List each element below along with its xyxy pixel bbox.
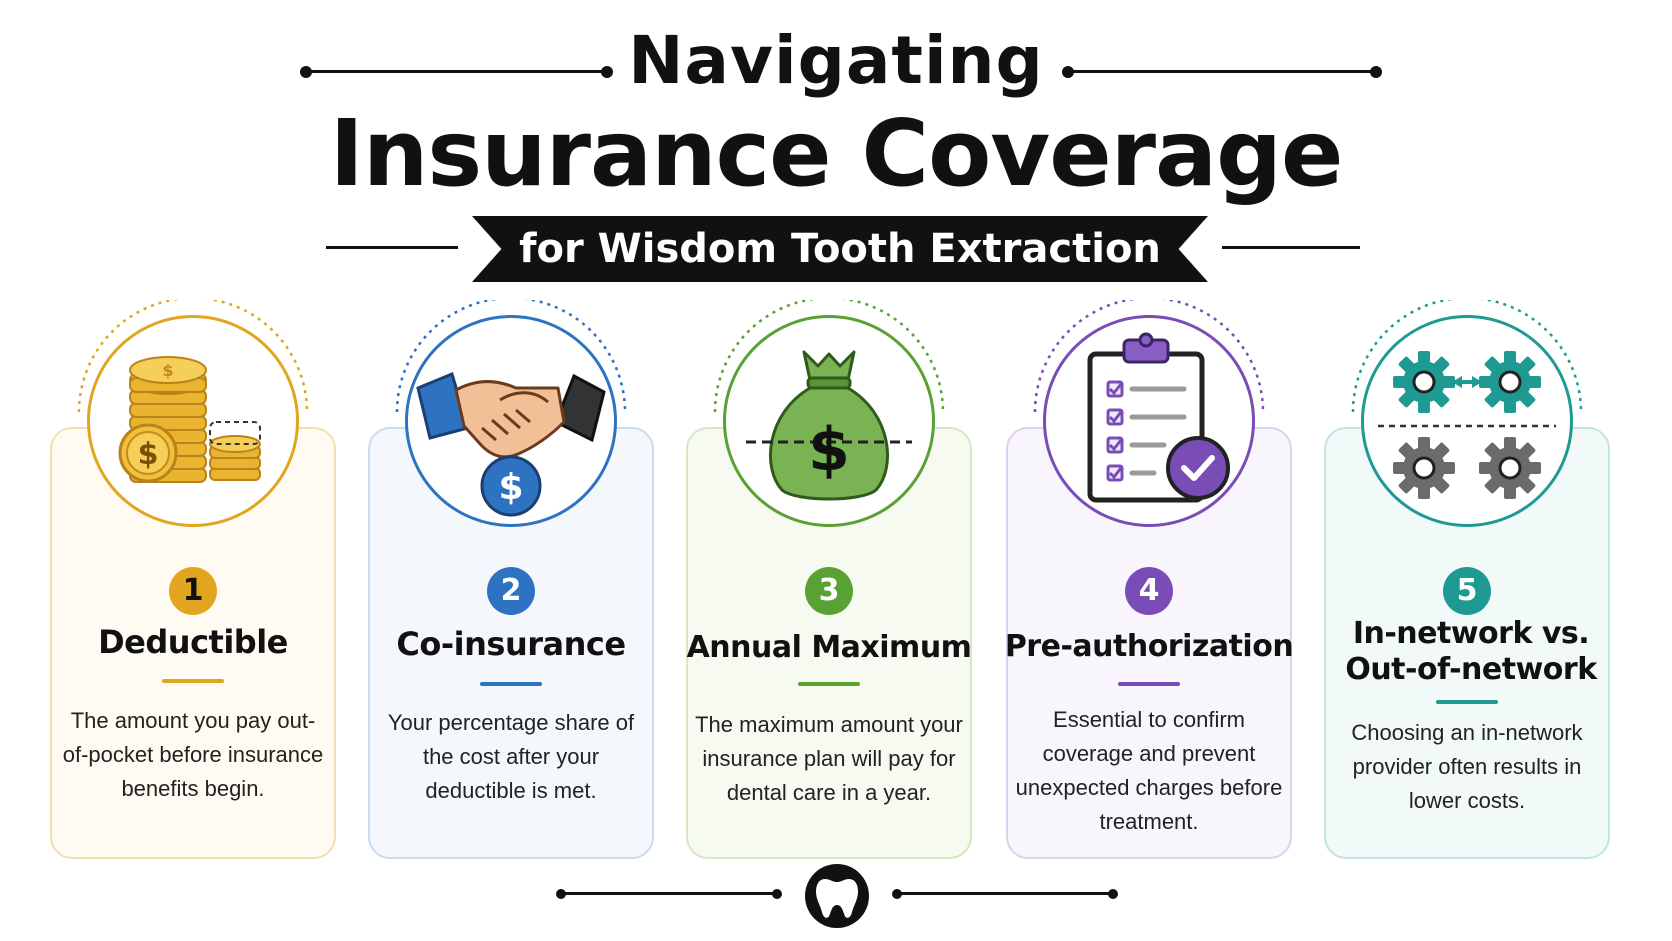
step-number-badge: 4 <box>1125 567 1173 615</box>
header-divider-line <box>306 70 606 73</box>
subtitle-divider-line <box>326 246 458 249</box>
title-underline <box>798 682 860 686</box>
header-divider-dot <box>1370 66 1382 78</box>
title-underline <box>480 682 542 686</box>
title-underline <box>1118 682 1180 686</box>
card-icon-ring: $ <box>723 315 935 527</box>
header-divider-line <box>1068 70 1376 73</box>
footer-divider-dot <box>772 889 782 899</box>
card-title: Pre-authorization <box>1004 629 1294 664</box>
card-title: In-network vs. Out-of-network <box>1345 616 1597 687</box>
card-icon-ring <box>1043 315 1255 527</box>
footer-divider-line <box>562 892 776 895</box>
step-number-badge: 2 <box>487 567 535 615</box>
step-number-badge: 5 <box>1443 567 1491 615</box>
footer-divider-dot <box>1108 889 1118 899</box>
step-number-badge: 3 <box>805 567 853 615</box>
page-header: Navigating Insurance Coverage for Wisdom… <box>0 0 1672 290</box>
svg-text:$: $ <box>808 415 850 485</box>
card-icon-ring <box>1361 315 1573 527</box>
card-description: Your percentage share of the cost after … <box>387 710 635 803</box>
card-title: Co-insurance <box>396 625 626 663</box>
footer-badge <box>805 864 869 928</box>
tooth-icon <box>815 878 859 918</box>
header-divider-dot <box>601 66 613 78</box>
title-line-1: Navigating <box>628 22 1044 99</box>
coin-stack-icon: $ $ <box>118 356 261 483</box>
card-description: The maximum amount your insurance plan w… <box>695 712 963 805</box>
card-description: The amount you pay out-of-pocket before … <box>62 708 324 801</box>
handshake-icon: $ <box>416 371 606 517</box>
card-description: Essential to confirm coverage and preven… <box>1015 707 1283 834</box>
step-number-badge: 1 <box>169 567 217 615</box>
clipboard-check-icon <box>1087 332 1230 503</box>
subtitle-ribbon <box>472 216 1208 282</box>
svg-text:$: $ <box>162 361 173 380</box>
card-icon-ring: $ $ <box>87 315 299 527</box>
subtitle: for Wisdom Tooth Extraction <box>519 226 1161 272</box>
svg-text:$: $ <box>498 467 523 508</box>
card-description: Choosing an in-network provider often re… <box>1351 720 1583 813</box>
money-bag-icon: $ <box>746 350 912 501</box>
title-underline <box>1436 700 1498 704</box>
footer-divider-line <box>898 892 1112 895</box>
footer-divider-dot <box>556 889 566 899</box>
gears-network-icon <box>1378 349 1556 501</box>
page-title: Insurance Coverage <box>329 100 1344 207</box>
card-title: Annual Maximum <box>686 630 972 665</box>
subtitle-divider-line <box>1222 246 1360 249</box>
svg-text:$: $ <box>138 437 159 472</box>
card-icon-ring: $ <box>405 315 617 527</box>
footer-divider-dot <box>892 889 902 899</box>
card-title: Deductible <box>98 623 288 661</box>
title-underline <box>162 679 224 683</box>
